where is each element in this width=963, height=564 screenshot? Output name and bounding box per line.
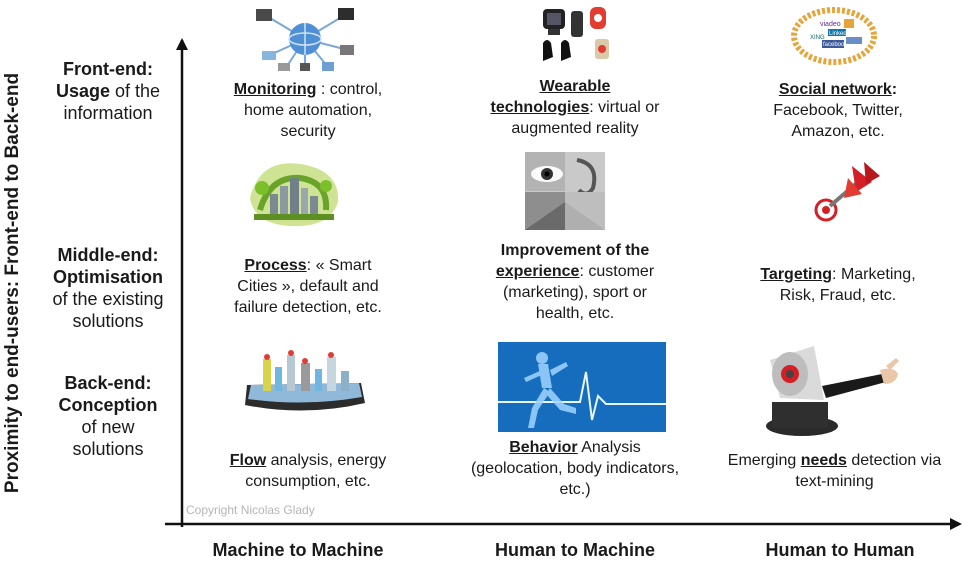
row-back-end-heading: Back-end:	[64, 373, 152, 393]
megaphone-icon	[766, 346, 899, 436]
wearable-line2: : virtual or	[589, 99, 660, 116]
social-network-icon: viadeo LinkedIn XING facebook	[791, 7, 877, 65]
monitoring-line3: security	[280, 123, 336, 140]
keyword-experience: experience	[495, 263, 580, 280]
row-front-end-line2: of the	[109, 81, 161, 101]
flow-line1: analysis, energy	[266, 452, 387, 469]
column-label-human-to-machine: Human to Machine	[494, 540, 655, 560]
row-middle-end-heading: Middle-end:	[57, 245, 159, 265]
row-middle-end-line4: solutions	[72, 311, 144, 331]
keyword-needs: needs	[800, 452, 847, 469]
x-axis-arrow	[950, 518, 962, 530]
linkedin-logo: LinkedIn	[829, 31, 852, 37]
improvement-line3: (marketing), sport or	[502, 284, 648, 301]
city-tablet-icon	[245, 350, 365, 411]
row-label-middle-end: Middle-end: Optimisation of the existing…	[28, 244, 188, 332]
keyword-targeting: Targeting	[760, 266, 833, 283]
row-back-end-conception: Conception	[58, 395, 158, 415]
keyword-behavior: Behavior	[509, 439, 578, 456]
row-label-back-end: Back-end: Conception of new solutions	[28, 372, 188, 460]
row-back-end-line3: of new	[81, 417, 135, 437]
keyword-monitoring: Monitoring	[233, 81, 317, 98]
row-middle-end-line3: of the existing	[52, 289, 164, 309]
process-line1: : « Smart	[306, 257, 372, 274]
viadeo-logo: viadeo	[820, 21, 841, 28]
keyword-process: Process	[244, 257, 307, 274]
keyword-social-network: Social network	[778, 81, 892, 98]
row-front-end-heading: Front-end:	[63, 59, 153, 79]
cell-process: Process: « Smart Cities », default and f…	[188, 255, 428, 318]
xing-logo: XING	[810, 35, 825, 41]
behavior-line2: (geolocation, body indicators,	[470, 460, 680, 477]
cell-needs: Emerging needs detection via text-mining	[706, 450, 963, 492]
y-axis-arrow	[176, 38, 188, 50]
network-icon	[256, 8, 354, 71]
copyright-note: Copyright Nicolas Glady	[186, 503, 315, 517]
improvement-line2: : customer	[579, 263, 655, 280]
dart-target-icon	[814, 162, 880, 222]
keyword-flow: Flow	[229, 452, 267, 469]
behavior-line3: etc.)	[559, 481, 591, 498]
needs-line2: text-mining	[795, 473, 874, 490]
needs-prefix: Emerging	[727, 452, 801, 469]
row-middle-end-optimisation: Optimisation	[52, 267, 163, 287]
social-line2: Facebook, Twitter,	[773, 102, 903, 119]
cell-monitoring: Monitoring : control, home automation, s…	[188, 79, 428, 142]
cell-social-network: Social network: Facebook, Twitter, Amazo…	[718, 79, 958, 142]
wearable-line3: augmented reality	[511, 120, 639, 137]
row-front-end-line3: information	[63, 103, 153, 123]
eye-icon	[525, 152, 605, 230]
row-back-end-line4: solutions	[72, 439, 144, 459]
flow-line2: consumption, etc.	[245, 473, 371, 490]
social-line1: :	[891, 81, 898, 98]
keyword-wearable: Wearable	[539, 78, 611, 95]
monitoring-line2: home automation,	[243, 102, 373, 119]
column-label-human-to-human: Human to Human	[765, 540, 915, 560]
column-label-machine-to-machine: Machine to Machine	[212, 540, 384, 560]
social-line3: Amazon, etc.	[791, 123, 885, 140]
process-line3: failure detection, etc.	[234, 299, 382, 316]
cell-targeting: Targeting: Marketing, Risk, Fraud, etc.	[718, 264, 958, 306]
keyword-technologies: technologies	[490, 99, 590, 116]
process-line2: Cities », default and	[237, 278, 379, 295]
facebook-logo: facebook	[823, 42, 848, 48]
monitoring-line1: : control,	[316, 81, 383, 98]
cell-flow: Flow analysis, energy consumption, etc.	[188, 450, 428, 492]
targeting-line2: Risk, Fraud, etc.	[779, 287, 897, 304]
targeting-line1: : Marketing,	[832, 266, 916, 283]
needs-line1: detection via	[846, 452, 942, 469]
improvement-heading: Improvement of the	[500, 242, 650, 259]
behavior-line1: Analysis	[577, 439, 641, 456]
improvement-line4: health, etc.	[535, 305, 615, 322]
cell-improvement: Improvement of the experience: customer …	[455, 240, 695, 324]
smart-city-icon	[250, 163, 339, 227]
row-label-front-end: Front-end: Usage of the information	[28, 58, 188, 124]
cell-behavior: Behavior Analysis (geolocation, body ind…	[445, 437, 705, 500]
wearable-gadgets-icon	[543, 7, 609, 61]
row-front-end-usage: Usage	[55, 81, 110, 101]
runner-heartbeat-icon	[498, 342, 666, 432]
cell-wearable: Wearable technologies: virtual or augmen…	[455, 76, 695, 139]
